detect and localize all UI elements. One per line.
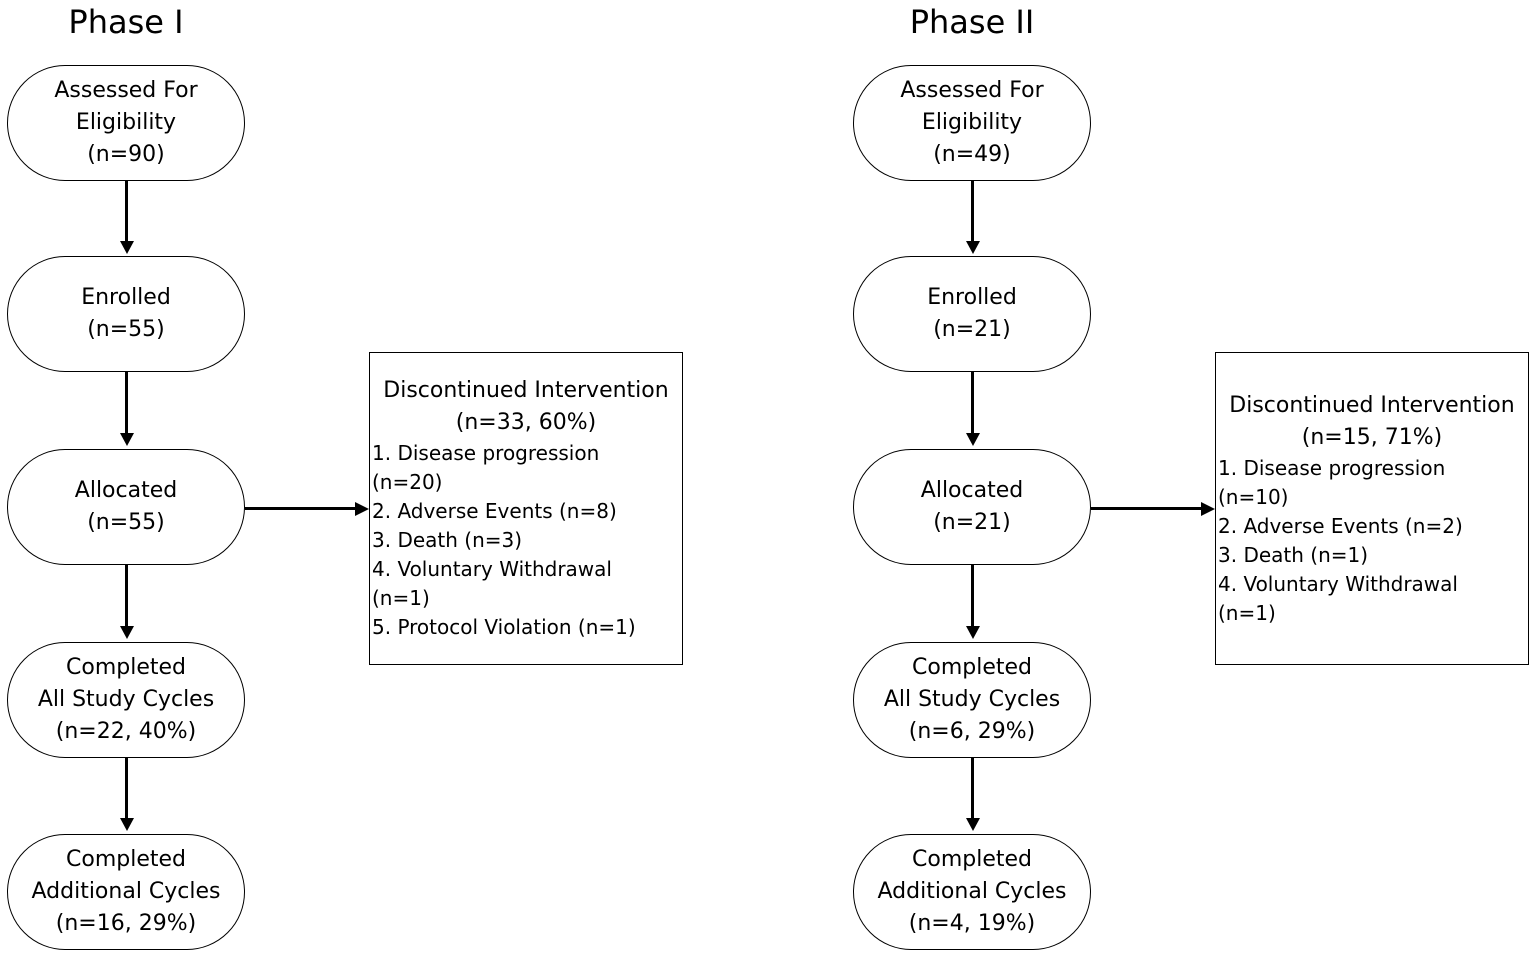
phase-2-node-assessed: Assessed For Eligibility (n=49) (853, 65, 1091, 181)
discontinued-title: Discontinued Intervention (383, 378, 669, 403)
phase-1-arrow-2-shaft (125, 372, 128, 434)
phase-1-node-completed-additional: Completed Additional Cycles (n=16, 29%) (7, 834, 245, 950)
phase-2-arrow-3-shaft (971, 565, 974, 627)
node-line: (n=22, 40%) (55, 719, 197, 744)
node-line: Additional Cycles (31, 879, 221, 904)
phase-1-arrow-4-shaft (125, 758, 128, 819)
node-line: (n=49) (933, 142, 1011, 167)
phase-2-arrow-4-head (965, 818, 980, 831)
node-line: Allocated (920, 478, 1024, 503)
node-line: Assessed For (54, 78, 198, 103)
phase-1-arrow-4-head (119, 818, 134, 831)
phase-2-arrow-3-head (965, 626, 980, 639)
phase-1-discontinued-box: Discontinued Intervention (n=33, 60%) 1.… (369, 352, 683, 665)
node-line: (n=21) (933, 510, 1011, 535)
discontinued-item: (n=1) (372, 586, 430, 610)
node-line: (n=4, 19%) (908, 911, 1036, 936)
node-line: Completed (66, 655, 186, 680)
node-line: Enrolled (927, 285, 1017, 310)
node-line: Completed (912, 847, 1032, 872)
phase-1-arrow-3-shaft (125, 565, 128, 627)
phase-2-side-arrow-shaft (1091, 507, 1201, 510)
node-line: All Study Cycles (883, 687, 1061, 712)
phase-1-node-completed-study: Completed All Study Cycles (n=22, 40%) (7, 642, 245, 758)
phase-1-arrow-3-head (119, 626, 134, 639)
node-line: (n=55) (87, 510, 165, 535)
node-line: (n=90) (87, 142, 165, 167)
phase-2-arrow-4-shaft (971, 758, 974, 819)
phase-2-node-completed-study: Completed All Study Cycles (n=6, 29%) (853, 642, 1091, 758)
node-line: Allocated (74, 478, 178, 503)
phase-2-node-allocated: Allocated (n=21) (853, 449, 1091, 565)
discontinued-title: Discontinued Intervention (1229, 393, 1515, 418)
node-line: (n=55) (87, 317, 165, 342)
phase-2-arrow-2-shaft (971, 372, 974, 434)
phase-1-arrow-1-shaft (125, 181, 128, 242)
discontinued-item: (n=1) (1218, 601, 1276, 625)
phase-2-node-enrolled: Enrolled (n=21) (853, 256, 1091, 372)
node-line: (n=16, 29%) (55, 911, 197, 936)
phase-2-side-arrow-head (1201, 501, 1215, 516)
phase-1-node-assessed: Assessed For Eligibility (n=90) (7, 65, 245, 181)
discontinued-item: 2. Adverse Events (n=8) (372, 499, 617, 523)
node-line: Enrolled (81, 285, 171, 310)
node-line: Assessed For (900, 78, 1044, 103)
phase-2-arrow-2-head (965, 433, 980, 446)
discontinued-item: 2. Adverse Events (n=2) (1218, 514, 1463, 538)
phase-1-side-arrow-head (355, 501, 369, 516)
phase-1-node-enrolled: Enrolled (n=55) (7, 256, 245, 372)
node-line: Completed (66, 847, 186, 872)
discontinued-item: (n=20) (372, 470, 443, 494)
discontinued-subtitle: (n=33, 60%) (455, 410, 597, 435)
discontinued-subtitle: (n=15, 71%) (1301, 425, 1443, 450)
phase-2-discontinued-box: Discontinued Intervention (n=15, 71%) 1.… (1215, 352, 1529, 665)
phase-1-arrow-2-head (119, 433, 134, 446)
phase-1-title: Phase I (68, 3, 184, 41)
phase-2-node-completed-additional: Completed Additional Cycles (n=4, 19%) (853, 834, 1091, 950)
discontinued-item: 5. Protocol Violation (n=1) (372, 615, 636, 639)
node-line: (n=21) (933, 317, 1011, 342)
phase-2-title: Phase II (909, 3, 1035, 41)
phase-1-side-arrow-shaft (245, 507, 355, 510)
discontinued-item: 1. Disease progression (1218, 456, 1446, 480)
phase-1-node-allocated: Allocated (n=55) (7, 449, 245, 565)
phase-2-arrow-1-shaft (971, 181, 974, 242)
node-line: (n=6, 29%) (908, 719, 1036, 744)
discontinued-item: 3. Death (n=1) (1218, 543, 1369, 567)
discontinued-item: (n=10) (1218, 485, 1289, 509)
node-line: Eligibility (921, 110, 1023, 135)
phase-2-arrow-1-head (965, 241, 980, 254)
discontinued-item: 3. Death (n=3) (372, 528, 523, 552)
discontinued-item: 4. Voluntary Withdrawal (1218, 572, 1458, 596)
discontinued-item: 1. Disease progression (372, 441, 600, 465)
phase-1-arrow-1-head (119, 241, 134, 254)
node-line: Eligibility (75, 110, 177, 135)
discontinued-item: 4. Voluntary Withdrawal (372, 557, 612, 581)
node-line: Completed (912, 655, 1032, 680)
node-line: Additional Cycles (877, 879, 1067, 904)
node-line: All Study Cycles (37, 687, 215, 712)
